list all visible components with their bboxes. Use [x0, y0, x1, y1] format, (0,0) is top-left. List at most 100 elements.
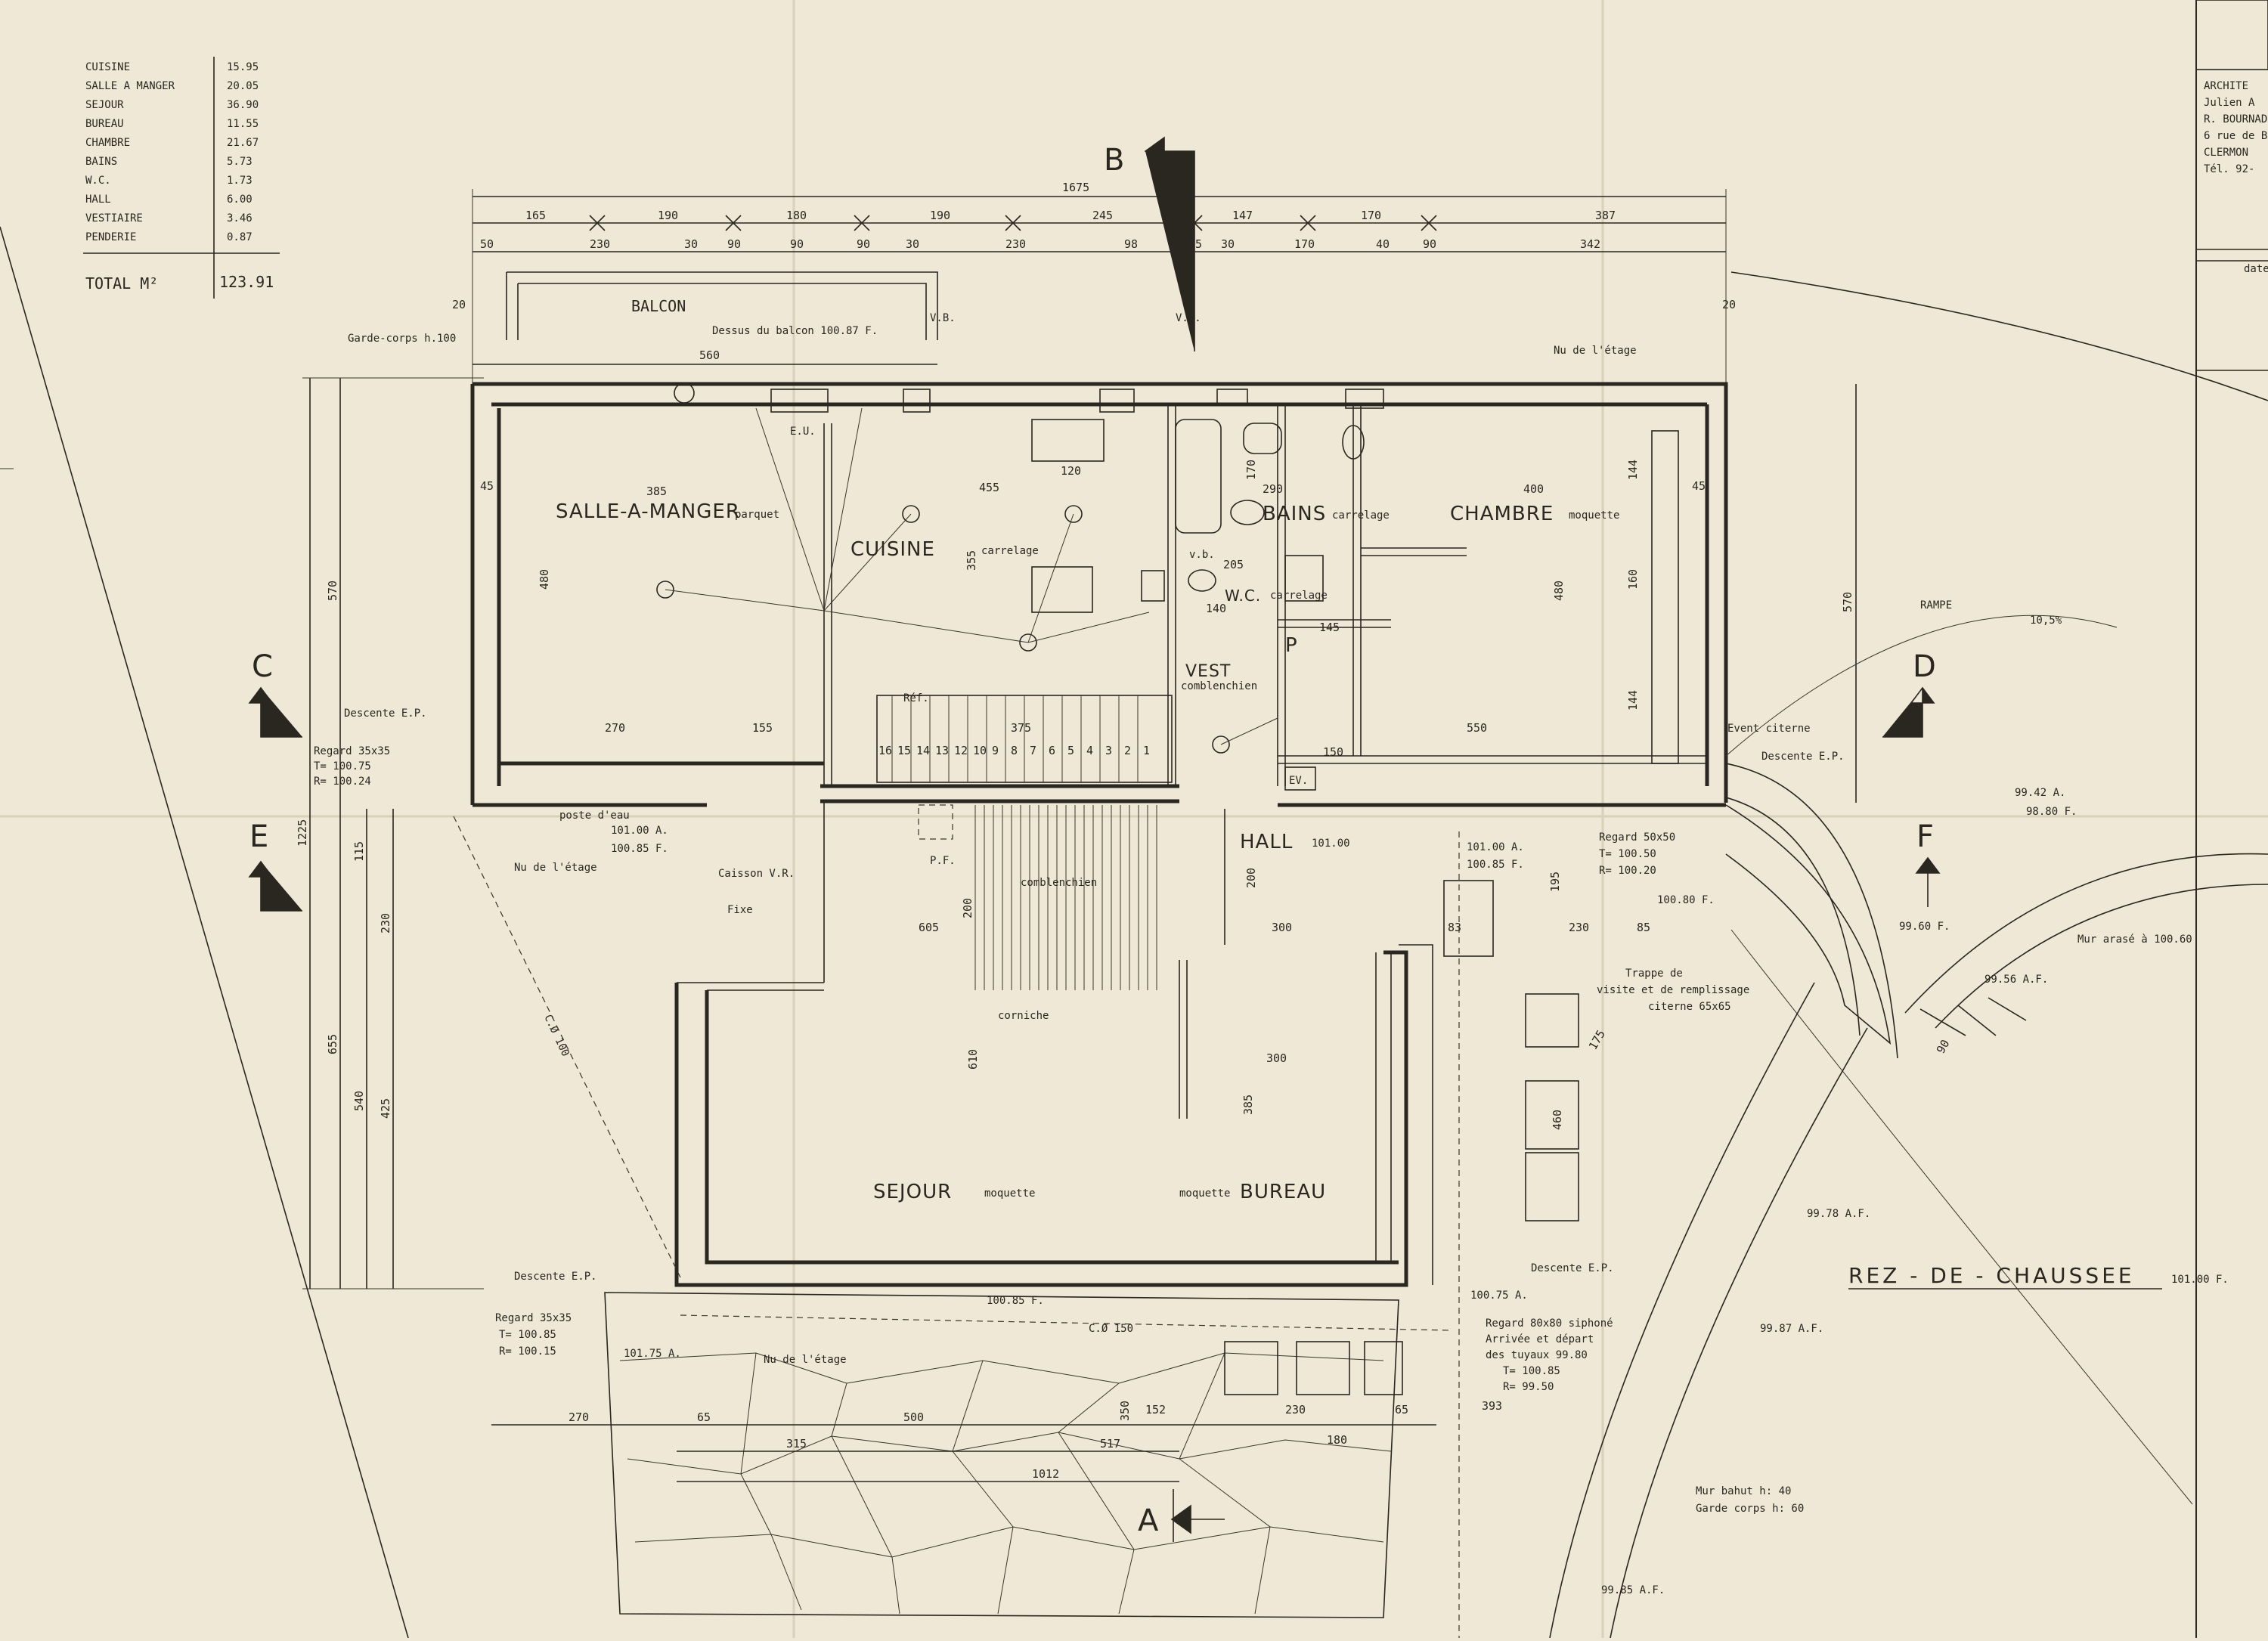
note-eu: E.U. — [790, 426, 816, 438]
radiator-icon — [903, 389, 931, 413]
note-regard-t: T= 100.85 — [499, 1329, 556, 1341]
bidet-icon — [1230, 500, 1265, 525]
room-material: moquette — [1569, 509, 1619, 522]
ramp-and-steps: RAMPE 10,5% — [1549, 599, 2268, 1639]
dim-total-width: 1675 — [1062, 181, 1089, 194]
stair-number: 2 — [1124, 744, 1131, 757]
room-label-p: P — [1285, 634, 1298, 657]
area-row-name: BUREAU — [85, 118, 124, 130]
note-event-citerne: Event citerne — [1727, 723, 1811, 735]
dim-text: 45 — [480, 479, 494, 493]
area-row-name: VESTIAIRE — [85, 212, 143, 224]
note-c150: C.Ø 150 — [1089, 1323, 1133, 1335]
note-caisson-vr: Caisson V.R. — [718, 868, 795, 880]
stair-number: 1 — [1143, 744, 1150, 757]
dim-text: 655 — [326, 1034, 339, 1054]
room-label-cuisine: CUISINE — [850, 538, 935, 561]
section-marker-f: F — [1916, 819, 1934, 854]
radiator-icon — [1099, 389, 1135, 413]
level-mark: 100.75 A. — [1470, 1290, 1528, 1302]
area-row-value: 1.73 — [227, 175, 253, 187]
note-nu-etage: Nu de l'étage — [514, 862, 597, 874]
note-rampe: RAMPE — [1920, 599, 1952, 612]
dim-text: 180 — [786, 209, 807, 222]
dim-text: 85 — [1637, 921, 1650, 934]
area-row-value: 36.90 — [227, 99, 259, 111]
dim-text: 45 — [1692, 479, 1706, 493]
area-row-value: 15.95 — [227, 61, 259, 73]
left-dimension-chains: 1225 570 655 540 425 115 230 — [296, 377, 484, 1290]
dim-text: 385 — [1241, 1095, 1255, 1115]
section-markers: B C D E F A — [248, 136, 1941, 1542]
dim-text: 610 — [966, 1049, 980, 1070]
dim-text: 144 — [1626, 690, 1640, 711]
title-block-line: 6 rue de B — [2204, 130, 2267, 142]
title-block-line: CLERMON — [2204, 147, 2248, 159]
note-poste-eau: poste d'eau — [559, 810, 630, 822]
area-row-value: 20.05 — [227, 80, 259, 92]
dim-text: 90 — [857, 237, 870, 251]
dim-text: 50 — [480, 237, 494, 251]
note-regard: Regard 80x80 siphoné — [1486, 1317, 1613, 1330]
dim-text: 190 — [930, 209, 950, 222]
note-regard: Regard 50x50 — [1599, 831, 1675, 844]
plan-level: 101.00 F. — [2171, 1274, 2229, 1286]
annotations: Descente E.P. Regard 35x35 T= 100.75 R= … — [314, 707, 2192, 1638]
note-mur-arase: Mur arasé à 100.60 — [2077, 934, 2192, 946]
staircase: 16 15 14 13 12 10 9 8 7 6 5 4 3 2 1 — [876, 695, 1173, 990]
dim-text: 90 — [1934, 1037, 1953, 1056]
dim-text: 570 — [1841, 592, 1854, 612]
dim-text: 30 — [684, 237, 698, 251]
dim-text: 385 — [646, 485, 667, 498]
dim-text: 455 — [979, 481, 999, 494]
dim-text: 393 — [1482, 1399, 1502, 1413]
dim-text: 460 — [1551, 1110, 1564, 1130]
room-labels: SALLE-A-MANGER parquet CUISINE carrelage… — [556, 500, 1619, 1203]
level-mark: 101.00 A. — [1467, 841, 1524, 853]
hall-level: 101.00 — [1312, 838, 1350, 850]
area-row-value: 3.46 — [227, 212, 253, 224]
dim-text: 350 — [1118, 1401, 1132, 1421]
note-rampe-pct: 10,5% — [2030, 615, 2062, 627]
room-label-bureau: BUREAU — [1240, 1181, 1326, 1203]
level-mark: 99.78 A.F. — [1807, 1208, 1870, 1220]
dim-text: 30 — [1221, 237, 1235, 251]
note-trappe: visite et de remplissage — [1597, 984, 1749, 996]
note-corniche: corniche — [998, 1010, 1049, 1022]
bathtub-icon — [1175, 419, 1222, 534]
section-marker-c: C — [252, 649, 273, 684]
dim-text: 270 — [569, 1410, 589, 1424]
dim-text: 230 — [379, 913, 392, 934]
dim-text: 300 — [1272, 921, 1292, 934]
title-block-line: Julien A — [2204, 97, 2255, 109]
dim-text: 300 — [1266, 1051, 1287, 1065]
room-material: comblenchien — [1181, 680, 1257, 692]
dim-text: 190 — [658, 209, 678, 222]
dim-text: 90 — [1423, 237, 1436, 251]
note-regard: Regard 35x35 — [495, 1312, 572, 1324]
room-material: carrelage — [1270, 590, 1328, 602]
dim-text: 150 — [1323, 745, 1343, 759]
dim-text: 20 — [452, 298, 466, 311]
dim-text: 270 — [605, 721, 625, 735]
room-material: carrelage — [1332, 509, 1390, 522]
note-c100: C.Ø 100 — [541, 1013, 571, 1058]
note-mur-bahut: Mur bahut h: 40 — [1696, 1485, 1791, 1497]
dim-text: 155 — [752, 721, 773, 735]
dim-text: 480 — [538, 569, 551, 590]
level-mark: 98.80 F. — [2026, 806, 2077, 818]
area-row-value: 11.55 — [227, 118, 259, 130]
stair-number: 4 — [1086, 744, 1093, 757]
stair-number: 6 — [1049, 744, 1055, 757]
dim-text: 540 — [352, 1091, 366, 1111]
level-mark: 99.60 F. — [1899, 921, 1950, 933]
dim-text: 355 — [965, 550, 978, 571]
note-ev: EV. — [1289, 775, 1308, 787]
dim-text: 200 — [961, 898, 974, 918]
dim-text: 375 — [1011, 721, 1031, 735]
radiator-icon — [770, 389, 829, 413]
note-regard-r: R= 99.50 — [1503, 1381, 1554, 1393]
dim-text: 342 — [1580, 237, 1600, 251]
room-label-chambre: CHAMBRE — [1450, 503, 1554, 525]
